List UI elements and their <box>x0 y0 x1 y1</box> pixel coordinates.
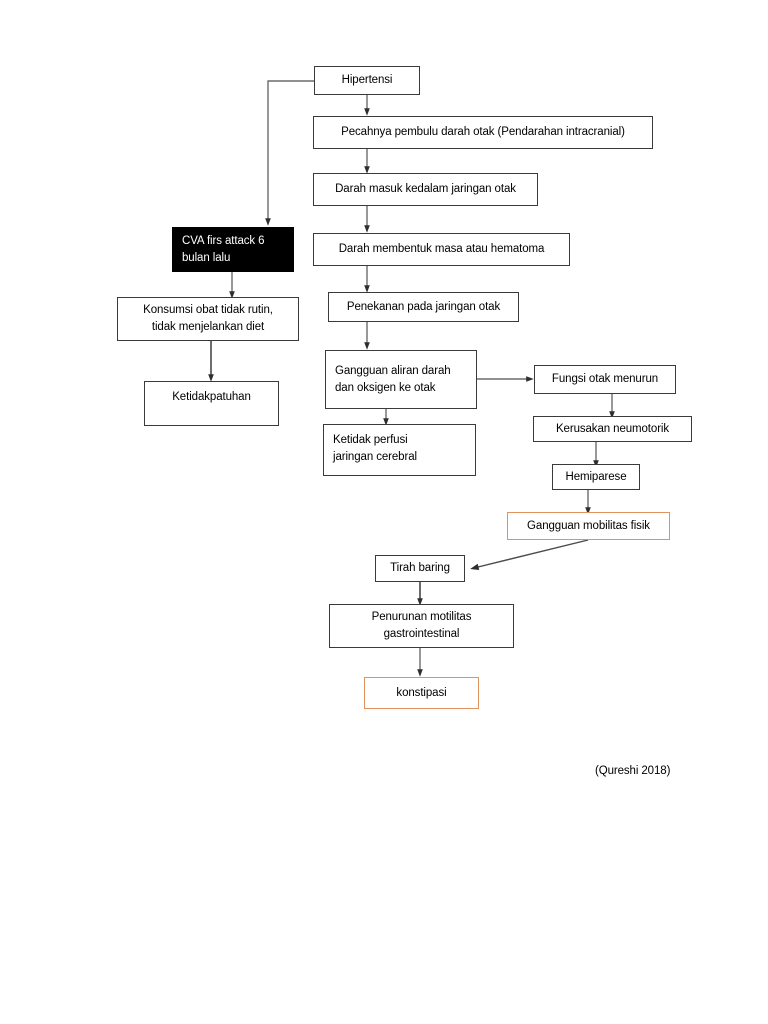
node-hemiparese[interactable]: Hemiparese <box>552 464 640 490</box>
node-konstipasi[interactable]: konstipasi <box>364 677 479 709</box>
node-ketidak-perfusi-jaringan-cerebral[interactable]: Ketidak perfusi jaringan cerebral <box>323 424 476 476</box>
node-fungsi-otak-menurun[interactable]: Fungsi otak menurun <box>534 365 676 394</box>
source-citation: (Qureshi 2018) <box>595 765 671 777</box>
node-cva-first-attack[interactable]: CVA firs attack 6 bulan lalu <box>172 227 294 272</box>
node-penekanan-jaringan-otak[interactable]: Penekanan pada jaringan otak <box>328 292 519 322</box>
node-penurunan-motilitas-gastrointestinal[interactable]: Penurunan motilitas gastrointestinal <box>329 604 514 648</box>
node-pecahnya-pembulu-darah-otak[interactable]: Pecahnya pembulu darah otak (Pendarahan … <box>313 116 653 149</box>
node-darah-masuk-jaringan-otak[interactable]: Darah masuk kedalam jaringan otak <box>313 173 538 206</box>
edge-gangguanmobilitas-tirahbaring <box>470 539 589 571</box>
node-ketidakpatuhan[interactable]: Ketidakpatuhan <box>144 381 279 426</box>
node-kerusakan-neumotorik[interactable]: Kerusakan neumotorik <box>533 416 692 442</box>
node-tirah-baring[interactable]: Tirah baring <box>375 555 465 582</box>
node-konsumsi-obat-tidak-rutin[interactable]: Konsumsi obat tidak rutin, tidak menjela… <box>117 297 299 341</box>
node-gangguan-aliran-darah[interactable]: Gangguan aliran darah dan oksigen ke ota… <box>325 350 477 409</box>
node-darah-membentuk-hematoma[interactable]: Darah membentuk masa atau hematoma <box>313 233 570 266</box>
edge-hipertensi-cva <box>265 80 314 226</box>
node-hipertensi[interactable]: Hipertensi <box>314 66 420 95</box>
node-gangguan-mobilitas-fisik[interactable]: Gangguan mobilitas fisik <box>507 512 670 540</box>
